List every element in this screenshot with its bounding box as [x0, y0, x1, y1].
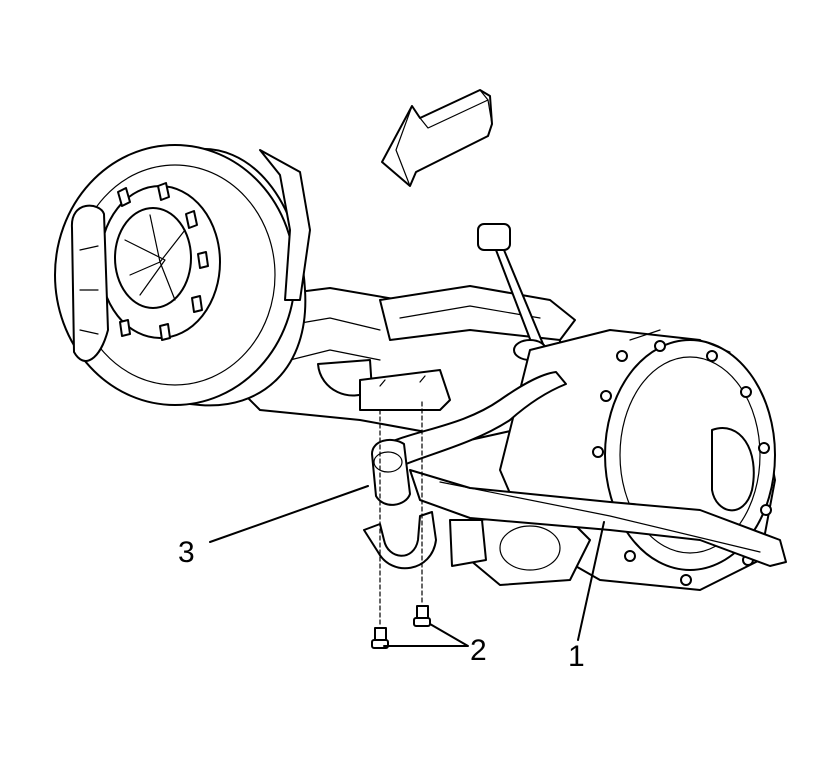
direction-arrow-icon	[381, 89, 493, 187]
leader-lines	[209, 485, 605, 647]
callout-1: 1	[568, 640, 585, 673]
brake-rotor	[54, 144, 307, 407]
cover-bolts	[592, 340, 772, 586]
stabilizer-bar	[377, 371, 787, 567]
clamp-bolts	[371, 401, 431, 649]
bushing-clamp	[363, 511, 437, 570]
callout-2: 2	[470, 634, 487, 667]
stabilizer-bushing	[371, 438, 411, 506]
brake-caliper	[70, 149, 311, 362]
mounting-bracket	[359, 369, 451, 411]
callout-3: 3	[178, 536, 195, 569]
